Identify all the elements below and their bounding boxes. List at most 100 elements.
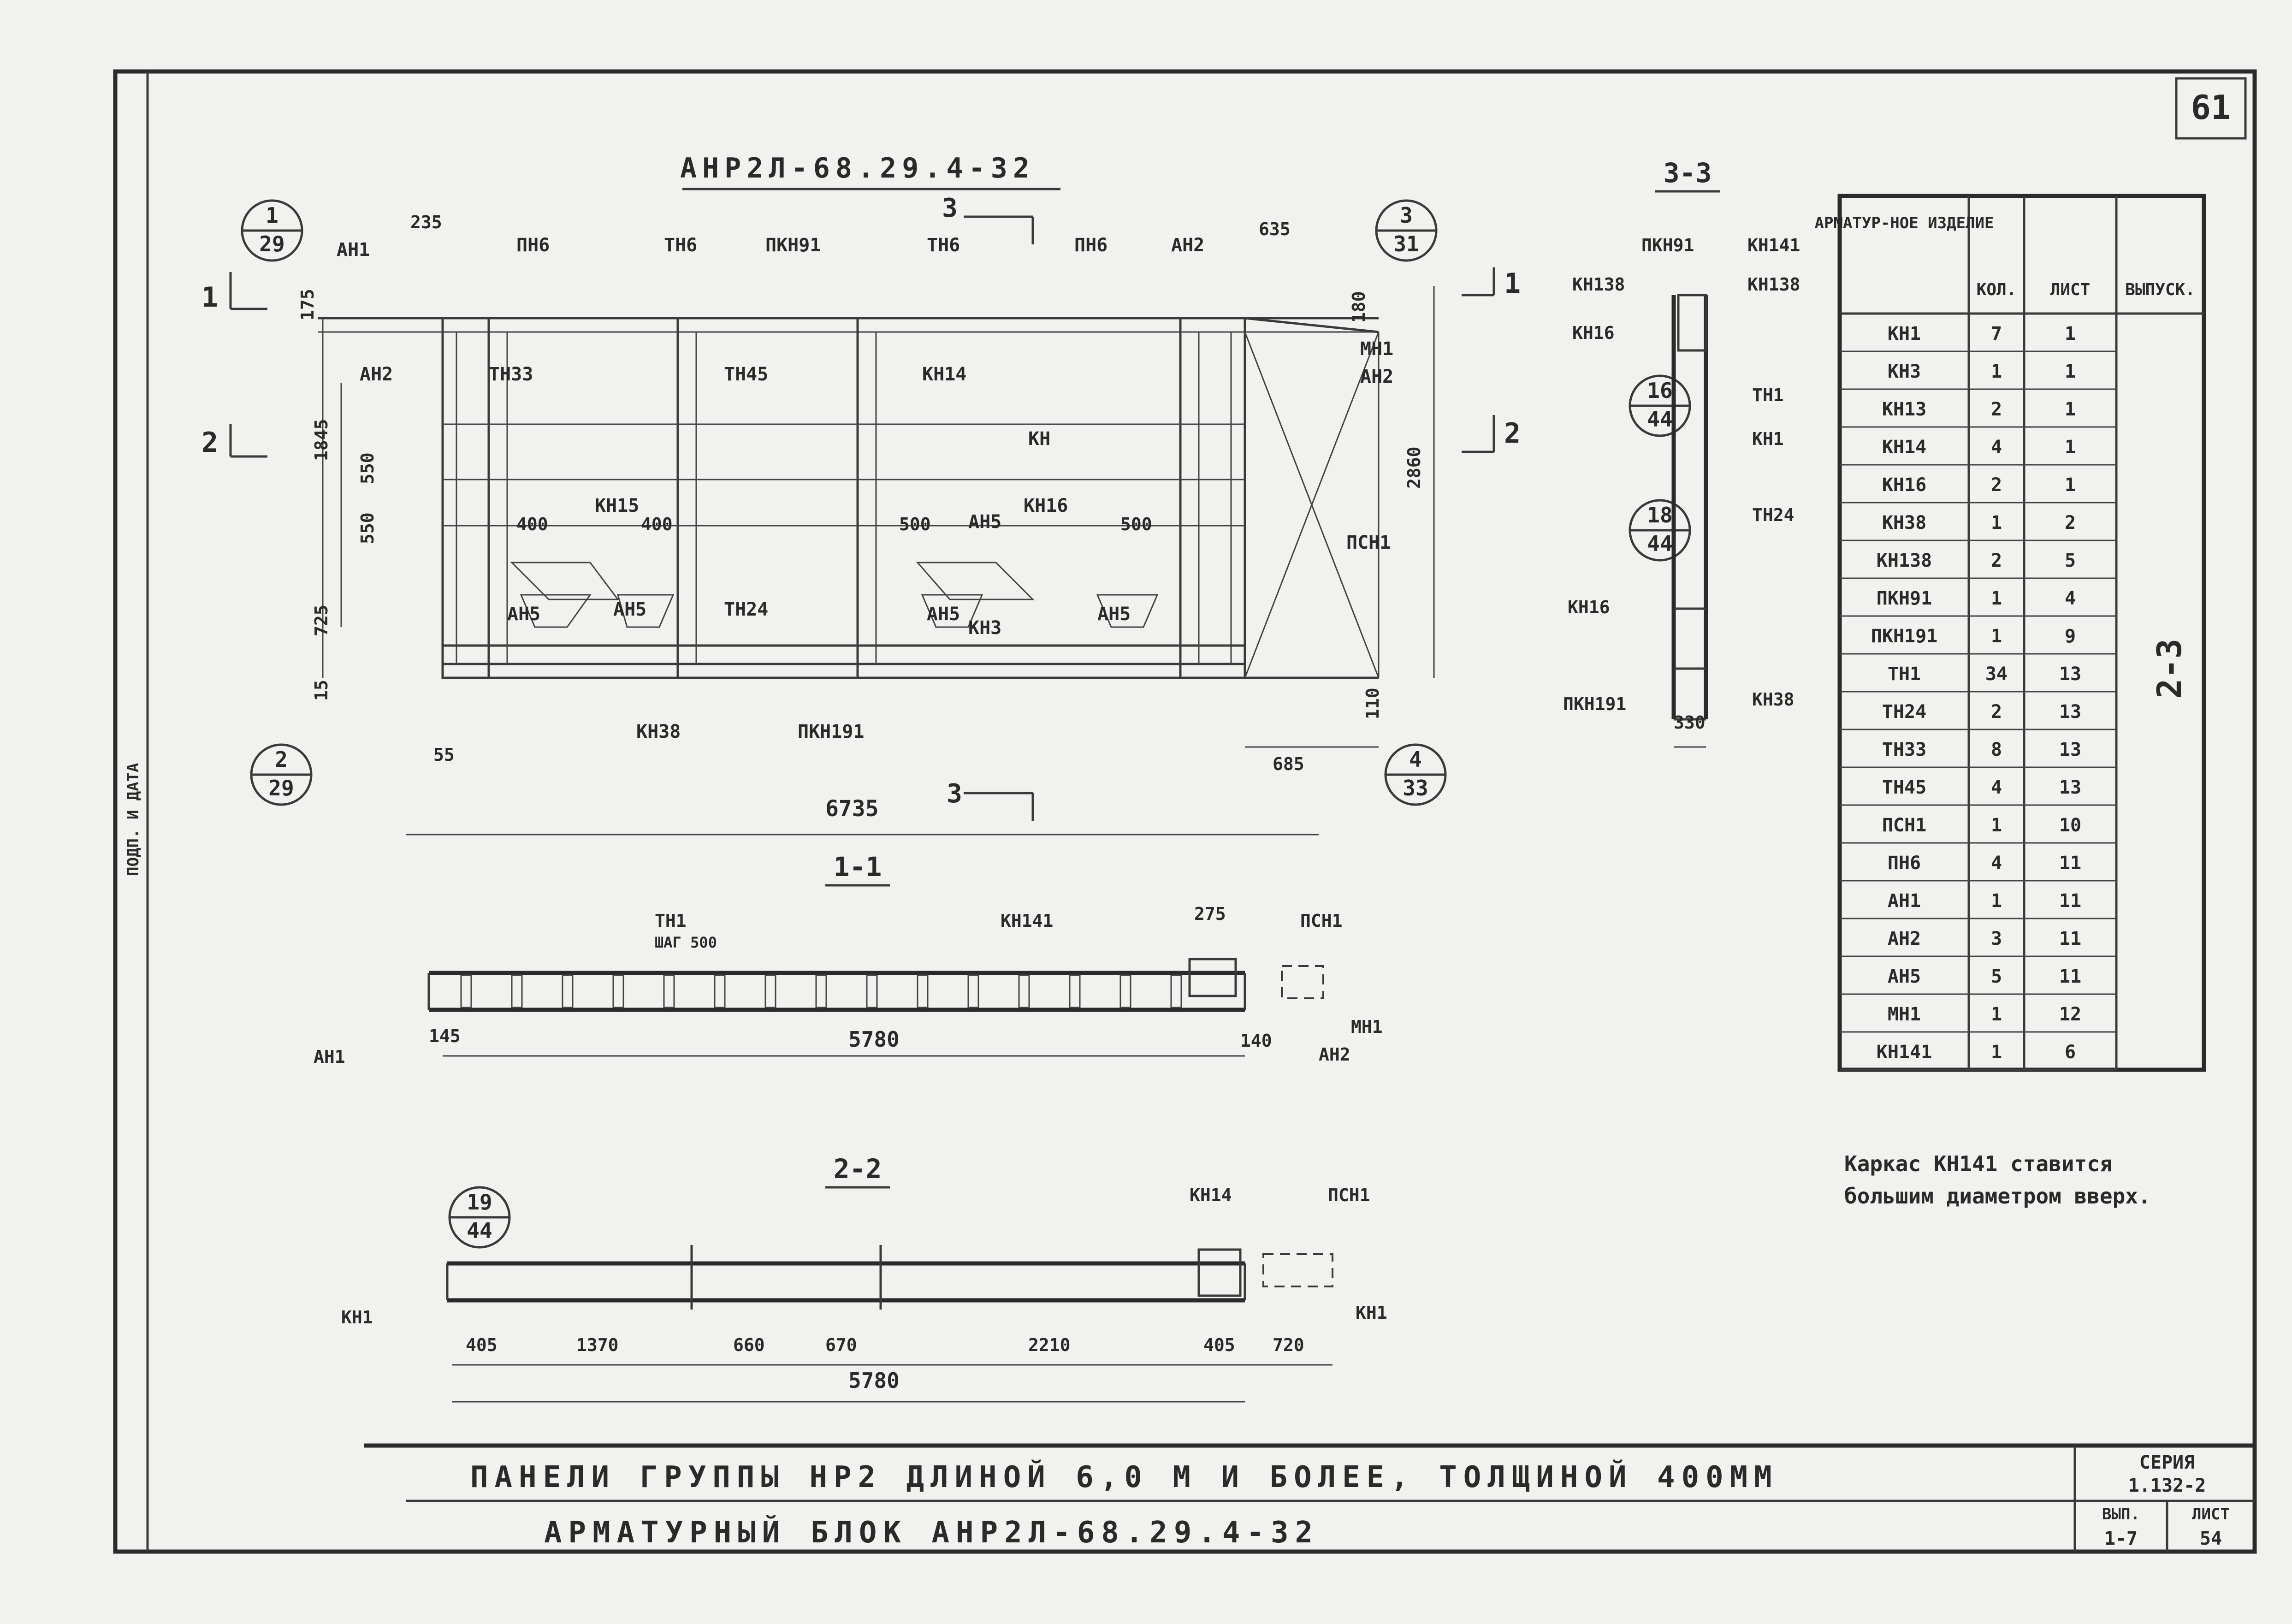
dim-550-b: 550 — [357, 512, 378, 544]
table-cell-sheet: 6 — [2065, 1042, 2076, 1063]
sheet-frame — [113, 69, 2257, 1554]
s22-label-kn1-b: КН1 — [1356, 1303, 1387, 1323]
table-cell-sheet: 2 — [2065, 512, 2076, 533]
sheet-number: 61 — [2191, 88, 2231, 127]
stamp-issue-value: 1-7 — [2104, 1528, 2138, 1549]
table-cell-sheet: 9 — [2065, 626, 2076, 647]
label-kn: КН — [1028, 428, 1050, 450]
callout-3-top: 2 — [275, 747, 288, 772]
label-tn45: ТН45 — [724, 364, 768, 385]
dim-6735: 6735 — [825, 796, 879, 822]
section-mark-3-top: 3 — [942, 193, 958, 223]
table-header-release: ВЫПУСК. — [2125, 280, 2195, 299]
dim-235: 235 — [410, 212, 442, 232]
plan-title: АНР2Л-68.29.4-32 — [680, 152, 1035, 184]
s11-dim-145: 145 — [429, 1026, 461, 1046]
section-3-3-labels: ПКН91 КН141 КН138 КН138 КН16 ТН1 КН1 ТН2… — [1563, 235, 1800, 733]
label-kn38: КН38 — [636, 721, 681, 742]
title-block — [364, 1443, 2255, 1552]
callout-5-bottom: 44 — [1647, 407, 1672, 432]
table-cell-sheet: 13 — [2059, 701, 2081, 723]
label-pkn191: ПКН191 — [798, 721, 865, 742]
callout-1-bottom: 29 — [259, 231, 284, 256]
table-cell-sheet: 11 — [2059, 853, 2081, 874]
s33-label-pkn91: ПКН91 — [1641, 235, 1694, 255]
note-line-2: большим диаметром вверх. — [1844, 1184, 2151, 1209]
label-pn6-a: ПН6 — [516, 235, 550, 256]
stamp-sheet-value: 54 — [2200, 1528, 2222, 1549]
s33-label-tn24: ТН24 — [1752, 505, 1795, 525]
stirrup — [1069, 974, 1081, 1008]
table-cell-qty: 1 — [1991, 890, 2002, 912]
detail-callouts — [241, 199, 1691, 1249]
section-mark-3-bottom: 3 — [947, 779, 962, 809]
section-3-3-title: 3-3 — [1664, 157, 1712, 189]
table-header-item: АРМАТУР-НОЕ ИЗДЕЛИЕ — [1815, 214, 1994, 232]
s33-label-kn141: КН141 — [1747, 235, 1800, 255]
table-cell-item: ТН45 — [1882, 777, 1926, 798]
table-cell-sheet: 4 — [2065, 588, 2076, 609]
table-cell-sheet: 10 — [2059, 815, 2081, 836]
table-cell-item: МН1 — [1888, 1004, 1921, 1025]
plan-labels: АН1 ПН6 ТН6 ПКН91 ТН6 ПН6 АН2 МН1 АН2 АН… — [337, 235, 1393, 742]
table-cell-sheet: 12 — [2059, 1004, 2081, 1025]
s11-dim-140: 140 — [1240, 1031, 1272, 1051]
callout-1-top: 1 — [266, 203, 278, 228]
label-mn1: МН1 — [1360, 338, 1393, 360]
table-cell-qty: 2 — [1991, 701, 2002, 723]
label-ah2-b: АН2 — [1360, 366, 1393, 387]
table-cell-sheet: 5 — [2065, 550, 2076, 571]
label-ah2-c: АН2 — [360, 364, 393, 385]
table-cell-item: КН14 — [1882, 437, 1926, 458]
section-mark-2-right: 2 — [1504, 417, 1521, 450]
dim-500-b: 500 — [1120, 514, 1152, 534]
s22-dim-1370: 1370 — [576, 1335, 619, 1355]
s22-label-psn1: ПСН1 — [1328, 1185, 1370, 1205]
table-cell-item: АН1 — [1888, 890, 1921, 912]
callout-2-bottom: 31 — [1393, 231, 1419, 256]
stirrup — [917, 974, 929, 1008]
s22-dim-720: 720 — [1273, 1335, 1304, 1355]
table-cell-sheet: 1 — [2065, 361, 2076, 382]
label-psn1: ПСН1 — [1346, 532, 1391, 553]
table-cell-sheet: 1 — [2065, 399, 2076, 420]
table-cell-item: КН141 — [1877, 1042, 1932, 1063]
label-tn6-b: ТН6 — [927, 235, 960, 256]
table-cell-item: ПКН91 — [1877, 588, 1932, 609]
table-cell-item: АН5 — [1888, 966, 1921, 987]
s33-label-tn1: ТН1 — [1752, 385, 1784, 405]
stamp-issue-label: ВЫП. — [2102, 1505, 2140, 1523]
table-cell-item: ПСН1 — [1882, 815, 1926, 836]
s33-label-kn138-a: КН138 — [1572, 274, 1625, 295]
table-cell-item: ТН24 — [1882, 701, 1926, 723]
label-kn15: КН15 — [595, 495, 639, 516]
label-ah1: АН1 — [337, 239, 370, 261]
stirrup — [967, 974, 979, 1008]
callout-5-top: 16 — [1647, 378, 1672, 403]
stirrup — [815, 974, 827, 1008]
s11-label-tn1: ТН1 — [655, 911, 687, 931]
section-2-2-drawing — [446, 1245, 1333, 1403]
s22-dim-2210: 2210 — [1028, 1335, 1071, 1355]
section-marks — [229, 215, 1495, 821]
table-cell-qty: 2 — [1991, 550, 2002, 571]
callout-6-bottom: 44 — [1647, 531, 1672, 556]
stirrup — [511, 974, 523, 1008]
label-pkn91: ПКН91 — [765, 235, 821, 256]
s11-label-psn1: ПСН1 — [1300, 911, 1343, 931]
table-cell-qty: 34 — [1985, 664, 2008, 685]
table-cell-qty: 7 — [1991, 323, 2002, 344]
s33-label-kn16-a: КН16 — [1572, 323, 1615, 343]
table-header-qty: КОЛ. — [1977, 280, 2017, 299]
table-cell-item: ПН6 — [1888, 853, 1921, 874]
label-ah5-e: АН5 — [1097, 604, 1131, 625]
stirrup — [562, 974, 574, 1008]
section-2-2-labels: КН14 ПСН1 КН1 КН1 405 1370 660 670 2210 … — [341, 1185, 1387, 1393]
stamp-sheet-label: ЛИСТ — [2192, 1505, 2230, 1523]
s11-label-ah2: АН2 — [1319, 1044, 1350, 1065]
label-ah5-d: АН5 — [927, 604, 960, 625]
table-cell-item: АН2 — [1888, 928, 1921, 949]
s33-label-kn138-b: КН138 — [1747, 274, 1800, 295]
section-1-1-labels: ТН1 ШАГ 500 КН141 275 ПСН1 АН1 145 5780 … — [314, 904, 1383, 1067]
label-kn3: КН3 — [968, 617, 1001, 639]
